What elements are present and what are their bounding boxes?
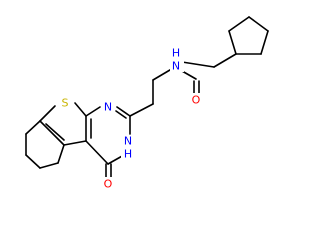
propanamide-chain — [129, 54, 197, 117]
bond — [39, 120, 65, 146]
cyclopentane-ring — [228, 16, 269, 55]
ring-nitrogen-atom: N — [104, 101, 112, 114]
bond — [57, 144, 65, 164]
bond — [39, 105, 56, 122]
bond — [260, 30, 269, 55]
bond — [228, 30, 237, 55]
bond — [181, 61, 215, 68]
sulfur-atom: S — [62, 97, 69, 110]
bond — [213, 53, 237, 68]
molecule-structure-diagram: S N N H O O H N — [25, 16, 269, 191]
bond — [228, 16, 250, 32]
methylene-linker — [181, 53, 237, 68]
bond — [129, 103, 154, 117]
pyrimidinone-ring — [85, 106, 131, 165]
atom-labels: S N N H O O H N — [58, 46, 203, 191]
bond — [45, 123, 65, 141]
amide-hydrogen-atom: H — [172, 47, 180, 60]
bond — [39, 162, 59, 169]
cyclohexane-ring — [25, 120, 65, 169]
amide-oxygen-atom: O — [192, 94, 201, 107]
bond — [25, 120, 41, 135]
bond — [85, 106, 101, 117]
bond — [63, 140, 87, 146]
ring-nh-nitrogen-atom: N — [124, 135, 132, 148]
amide-nitrogen-atom: N — [172, 60, 180, 73]
bond — [248, 16, 269, 32]
amide-carbonyl — [193, 80, 200, 96]
thiophene-ring — [39, 102, 92, 146]
ring-carbonyl — [105, 163, 112, 179]
bond — [85, 140, 109, 165]
ring-nh-hydrogen-atom: H — [124, 148, 132, 161]
bond — [74, 102, 87, 117]
ketone-oxygen-atom: O — [104, 178, 113, 191]
bond — [115, 110, 127, 119]
bond — [116, 106, 131, 117]
bond — [25, 154, 41, 169]
